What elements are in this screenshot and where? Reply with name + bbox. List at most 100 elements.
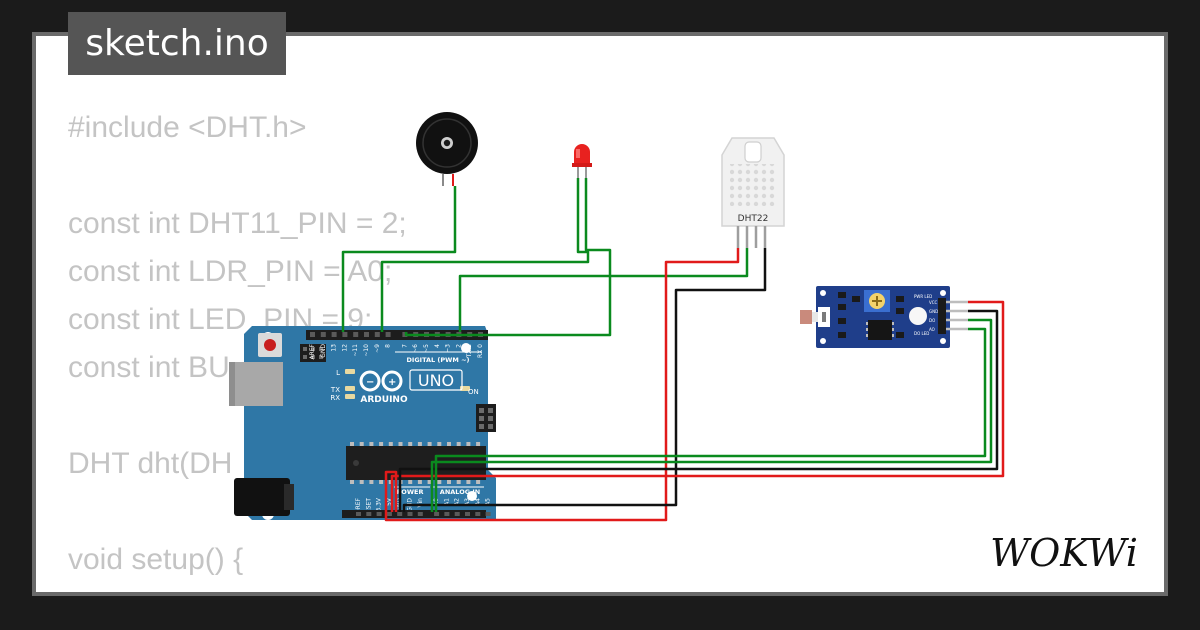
wire-dht-gnd	[402, 248, 767, 512]
chip-pin	[427, 480, 432, 484]
reset-button-cap[interactable]	[264, 339, 276, 351]
chip-pin	[379, 442, 384, 446]
header-pin[interactable]	[386, 512, 392, 516]
header-pin[interactable]	[385, 332, 391, 337]
mounting-hole	[467, 491, 477, 501]
usb-connector	[231, 362, 283, 406]
header-pin[interactable]	[342, 332, 348, 337]
wire-dht-vcc	[384, 248, 740, 522]
top-pin-label: 12	[341, 344, 348, 352]
top-pin-label: TX 1	[466, 344, 473, 359]
dht22-sensor[interactable]: DHT22	[721, 137, 785, 248]
header-pin[interactable]	[417, 512, 423, 516]
header-pin[interactable]	[475, 512, 481, 516]
header-pin[interactable]	[444, 512, 450, 516]
header-pin[interactable]	[376, 512, 382, 516]
top-pin-label: 2	[455, 344, 462, 348]
uno-model-label: UNO	[418, 371, 454, 390]
dht22-label: DHT22	[738, 214, 769, 224]
header-pin[interactable]	[485, 512, 491, 516]
header-pin[interactable]	[310, 332, 315, 337]
wire-led-pin9	[380, 178, 590, 332]
rx-led	[345, 394, 355, 399]
wire-dht-data	[458, 248, 749, 332]
header-pin[interactable]	[366, 512, 372, 516]
header-pin[interactable]	[320, 332, 326, 337]
chip-pin	[350, 480, 354, 484]
chip-pin	[447, 442, 451, 446]
ldr-sensor-module[interactable]: PWR LED DO LED VCC GND DO AO	[800, 286, 968, 348]
header-pin[interactable]	[356, 512, 361, 516]
bottom-pin-label: IOREF	[355, 497, 362, 515]
top-pin-label: 13	[331, 344, 338, 352]
digital-header	[306, 330, 488, 340]
top-pin-label: ~10	[363, 344, 370, 357]
chip-pin	[437, 442, 442, 446]
photoresistor-icon	[800, 310, 812, 324]
file-tab[interactable]: sketch.ino	[68, 12, 286, 75]
header-pin[interactable]	[465, 512, 470, 516]
wire-ldr-do	[430, 318, 993, 512]
chip-pin	[369, 480, 374, 484]
piezo-buzzer[interactable]	[416, 112, 478, 186]
chip-pin	[466, 480, 471, 484]
chip-pin	[350, 442, 354, 446]
bottom-pin-label: A2	[454, 498, 461, 506]
chip-pin	[388, 442, 393, 446]
arduino-brand-label: ARDUINO	[360, 395, 408, 405]
chip-pin	[369, 442, 374, 446]
tx-led-label: TX	[330, 386, 340, 394]
mounting-hole	[461, 343, 471, 353]
header-pin[interactable]	[331, 332, 337, 337]
l-led-label: L	[336, 369, 340, 377]
chip-pin	[408, 442, 413, 446]
tx-led	[345, 386, 355, 391]
wire-buzzer-gnd	[341, 186, 457, 332]
svg-text:−: −	[366, 377, 374, 388]
header-pin[interactable]	[353, 332, 359, 337]
bottom-pin-label: A5	[485, 498, 492, 506]
chip-pin	[476, 480, 481, 484]
wokwi-logo-text: WOKWi	[990, 531, 1138, 575]
header-pin[interactable]	[454, 512, 460, 516]
chip-pin	[408, 480, 413, 484]
do-led-label: DO LED	[914, 331, 929, 336]
header-pin[interactable]	[397, 512, 403, 516]
code-line: const int LED_PIN = 9;	[68, 303, 373, 336]
gnd-pin-label: GND	[929, 309, 938, 314]
top-pin-label: 8	[385, 344, 392, 348]
header-pin[interactable]	[407, 512, 413, 516]
header-pin[interactable]	[374, 332, 380, 337]
chip-pin	[417, 480, 422, 484]
bottom-pin-label: A4	[474, 498, 481, 506]
header-pin[interactable]	[364, 332, 369, 337]
chip-pin	[437, 480, 442, 484]
chip-pin	[456, 480, 461, 484]
top-pin-label: ~3	[445, 344, 452, 353]
chip-pin	[379, 480, 384, 484]
red-led[interactable]	[572, 144, 592, 178]
chip-pin	[359, 442, 364, 446]
l-led	[345, 369, 355, 374]
bottom-pin-label: RESET	[365, 498, 372, 518]
header-pin[interactable]	[434, 512, 440, 516]
top-pin-label: ~5	[423, 344, 430, 353]
top-pin-label: ~9	[374, 344, 381, 353]
power-analog-header	[342, 510, 486, 518]
svg-text:+: +	[388, 377, 396, 388]
pwr-led-label: PWR LED	[914, 294, 932, 299]
wire-led-gnd	[404, 178, 612, 337]
analog-header-label: ANALOG IN	[440, 488, 480, 496]
bottom-pin-label: 3.3V	[376, 497, 383, 512]
chip-pin	[447, 480, 451, 484]
bottom-pin-label: A1	[443, 498, 450, 506]
ao-pin-label: AO	[929, 327, 935, 332]
top-pin-label: GND	[320, 344, 327, 358]
chip-pin	[476, 442, 481, 446]
code-line: const int LDR_PIN = A0;	[68, 255, 393, 288]
chip-pin	[466, 442, 471, 446]
bottom-pin-label: 5V	[386, 497, 393, 506]
code-line: const int DHT11_PIN = 2;	[68, 207, 407, 240]
